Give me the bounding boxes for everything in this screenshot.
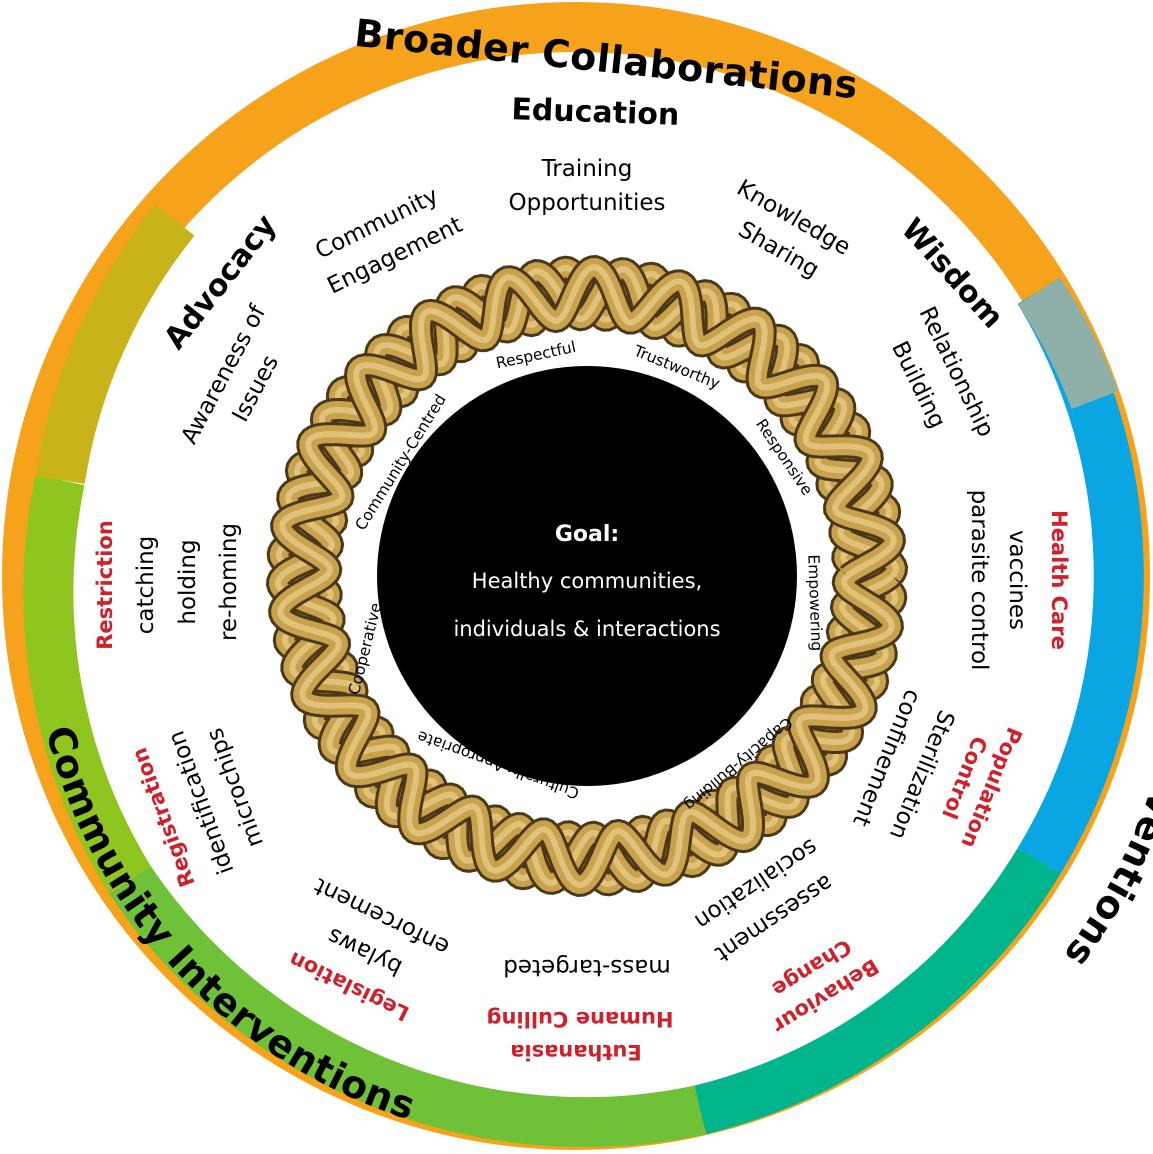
outer-ring-olive-segment	[35, 204, 195, 485]
health-care-group: Health Care vaccines parasite control	[966, 490, 1071, 671]
value-empowering: Empowering	[804, 554, 825, 651]
knowledge-sharing: Knowledge Sharing	[732, 175, 854, 283]
re-homing-item: re-homing	[216, 523, 242, 641]
training-opportunities: Training Opportunities	[509, 156, 666, 216]
euthanasia-group: Euthanasia Humane Culling mass-targeted	[486, 954, 673, 1064]
outer-ring-green-segment	[109, 866, 706, 1148]
catching-item: catching	[133, 536, 159, 635]
goal-circle	[377, 366, 797, 786]
education-heading: Education	[511, 92, 680, 133]
mass-targeted-item: mass-targeted	[503, 954, 670, 980]
parasite-control-item: parasite control	[966, 490, 992, 671]
training-opportunities-line2: Opportunities	[509, 190, 666, 216]
restriction-group: Restriction catching holding re-homing	[93, 520, 242, 650]
restriction-label: Restriction	[93, 520, 117, 650]
outer-ring-lime-segment	[23, 474, 152, 894]
braid-strand-highlight	[277, 264, 897, 888]
value-cooperative: Cooperative	[345, 601, 385, 697]
outer-ring-teal-segment	[694, 848, 1061, 1135]
euthanasia-label-line1: Euthanasia	[510, 1040, 641, 1064]
outer-ring-blend-segment	[1018, 277, 1119, 410]
community-engagement: Community Engagement	[311, 183, 466, 300]
holding-item: holding	[175, 539, 201, 624]
health-care-label: Health Care	[1047, 510, 1071, 650]
euthanasia-label-line2: Humane Culling	[486, 1007, 673, 1031]
goal-line2: individuals & interactions	[453, 617, 720, 641]
training-opportunities-line1: Training	[541, 156, 633, 182]
braided-rope-ring	[265, 254, 909, 898]
goal-title: Goal:	[555, 522, 619, 547]
vaccines-item: vaccines	[1004, 530, 1030, 630]
goal-center: Goal: Healthy communities, individuals &…	[377, 366, 797, 786]
legislation-group: Legislation bylaws enforcement	[285, 872, 454, 1025]
goal-line1: Healthy communities,	[472, 569, 702, 593]
